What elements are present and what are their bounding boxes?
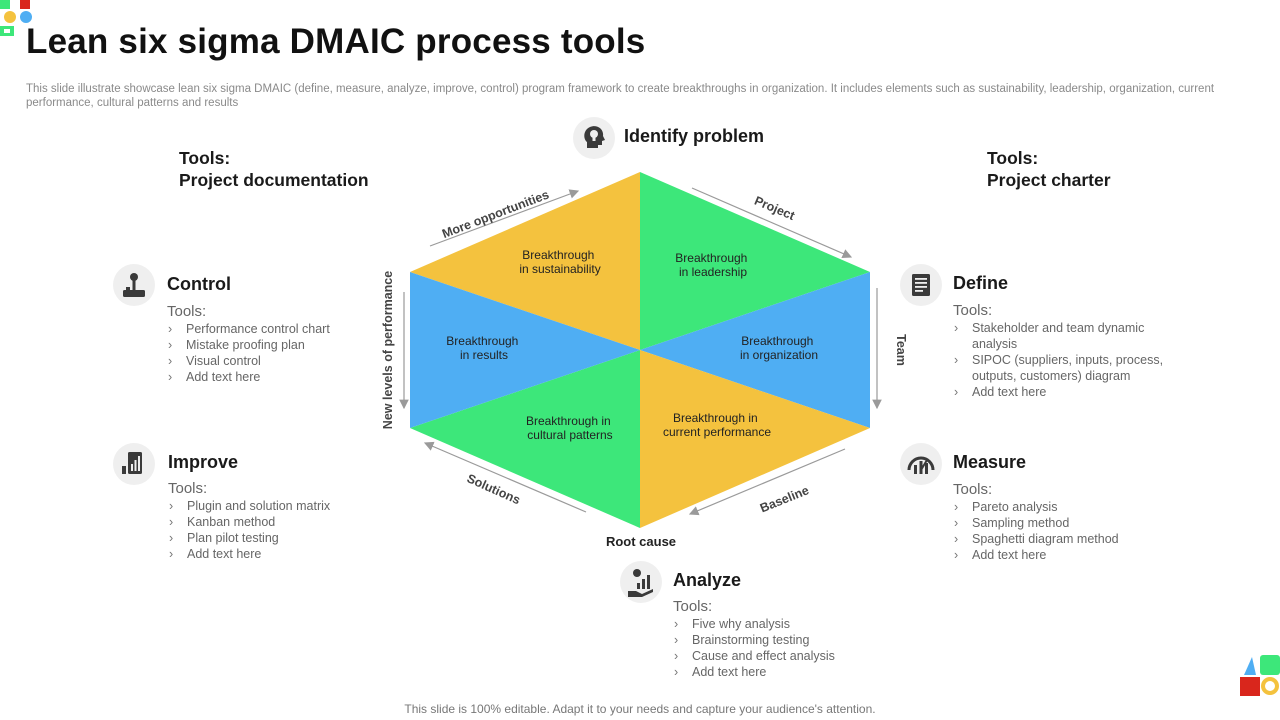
lightbulb-head-icon — [573, 117, 615, 159]
root-cause-label: Root cause — [606, 534, 676, 549]
footer-note: This slide is 100% editable. Adapt it to… — [404, 702, 876, 716]
corner-tools-left-label: Tools: — [179, 148, 231, 168]
list-item: Add text here — [953, 384, 1183, 400]
list-item: Cause and effect analysis — [673, 648, 893, 664]
edge-label-new-levels: New levels of performance — [381, 271, 395, 429]
list-item: Add text here — [167, 369, 367, 385]
list-item: Add text here — [953, 547, 1173, 563]
brand-logo-top-left — [0, 0, 32, 36]
improve-tool-list: Plugin and solution matrix Kanban method… — [168, 498, 368, 562]
hand-growth-chart-icon — [620, 561, 662, 603]
segment-current-performance — [640, 350, 870, 528]
report-chart-icon — [113, 443, 155, 485]
list-item: Performance control chart — [167, 321, 367, 337]
define-title: Define — [953, 273, 1009, 293]
analyze-title: Analyze — [673, 570, 742, 590]
segment-label-current-performance: Breakthrough in current performance — [663, 411, 771, 439]
segment-cultural-patterns — [410, 350, 640, 528]
segment-organization — [640, 272, 870, 428]
page-title: Lean six sigma DMAIC process tools — [26, 22, 646, 61]
improve-title: Improve — [168, 452, 239, 472]
segment-results — [410, 272, 640, 428]
segment-leadership — [640, 172, 870, 350]
document-icon — [900, 264, 942, 306]
hexagon-segments — [410, 172, 870, 528]
brand-logo-bottom-right — [1240, 655, 1280, 696]
edge-label-baseline: Baseline — [758, 483, 811, 515]
list-item: Plugin and solution matrix — [168, 498, 368, 514]
gauge-bars-icon — [900, 443, 942, 485]
segment-label-results: Breakthrough in results — [446, 334, 521, 362]
analyze-tool-list: Five why analysis Brainstorming testing … — [673, 616, 893, 680]
list-item: Stakeholder and team dynamic analysis — [953, 320, 1183, 352]
segment-label-organization: Breakthrough in organization — [740, 334, 818, 362]
define-tools-label: Tools: — [953, 302, 993, 319]
corner-tools-right: Tools: Project charter — [987, 147, 1111, 191]
measure-tool-list: Pareto analysis Sampling method Spaghett… — [953, 499, 1173, 563]
list-item: Brainstorming testing — [673, 632, 893, 648]
edge-label-solutions: Solutions — [465, 471, 523, 507]
define-tool-list: Stakeholder and team dynamic analysis SI… — [953, 320, 1183, 400]
list-item: Sampling method — [953, 515, 1173, 531]
measure-tools-label: Tools: — [953, 481, 993, 498]
edge-label-project: Project — [752, 194, 797, 224]
identify-problem-title: Identify problem — [624, 126, 765, 146]
list-item: Add text here — [168, 546, 368, 562]
segment-sustainability — [410, 172, 640, 350]
list-item: Add text here — [673, 664, 893, 680]
page-subtitle: This slide illustrate showcase lean six … — [26, 83, 1215, 109]
segment-label-sustainability: Breakthrough in sustainability — [519, 248, 600, 276]
corner-tools-left-value: Project documentation — [179, 170, 369, 190]
list-item: Pareto analysis — [953, 499, 1173, 515]
list-item: Visual control — [167, 353, 367, 369]
list-item: Plan pilot testing — [168, 530, 368, 546]
list-item: Spaghetti diagram method — [953, 531, 1173, 547]
control-tools-label: Tools: — [167, 303, 207, 320]
list-item: Kanban method — [168, 514, 368, 530]
arrow-project — [691, 187, 853, 259]
corner-tools-left: Tools: Project documentation — [179, 147, 369, 191]
arrow-more-opportunities — [429, 189, 580, 247]
arrow-solutions — [423, 441, 587, 513]
measure-title: Measure — [953, 452, 1027, 472]
analyze-tools-label: Tools: — [673, 598, 713, 615]
edge-label-team: Team — [894, 334, 908, 366]
improve-tools-label: Tools: — [168, 480, 208, 497]
list-item: Mistake proofing plan — [167, 337, 367, 353]
joystick-icon — [113, 264, 155, 306]
corner-tools-right-label: Tools: — [987, 148, 1039, 168]
list-item: Five why analysis — [673, 616, 893, 632]
list-item: SIPOC (suppliers, inputs, process, outpu… — [953, 352, 1183, 384]
corner-tools-right-value: Project charter — [987, 170, 1111, 190]
control-title: Control — [167, 274, 231, 294]
segment-label-cultural-patterns: Breakthrough in cultural patterns — [526, 414, 614, 442]
segment-label-leadership: Breakthrough in leadership — [675, 251, 750, 279]
arrow-baseline — [688, 448, 846, 516]
control-tool-list: Performance control chart Mistake proofi… — [167, 321, 367, 385]
